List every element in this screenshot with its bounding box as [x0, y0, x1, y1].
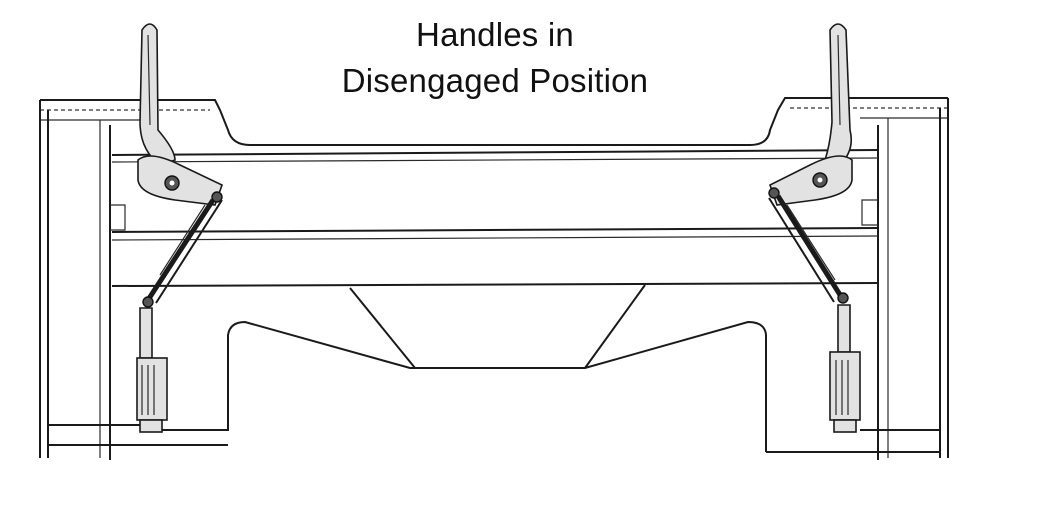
left-handle — [139, 23, 176, 166]
right-latch-pin — [829, 304, 861, 433]
frame-outline — [39, 97, 949, 460]
right-handle — [823, 23, 853, 166]
diagram-title-line-2: Disengaged Position — [341, 62, 649, 99]
diagram-title-line-1: Handles in — [416, 16, 574, 53]
left-pivot-linkage — [137, 155, 223, 308]
left-latch-pin — [136, 307, 168, 433]
right-pivot-linkage — [768, 155, 853, 304]
